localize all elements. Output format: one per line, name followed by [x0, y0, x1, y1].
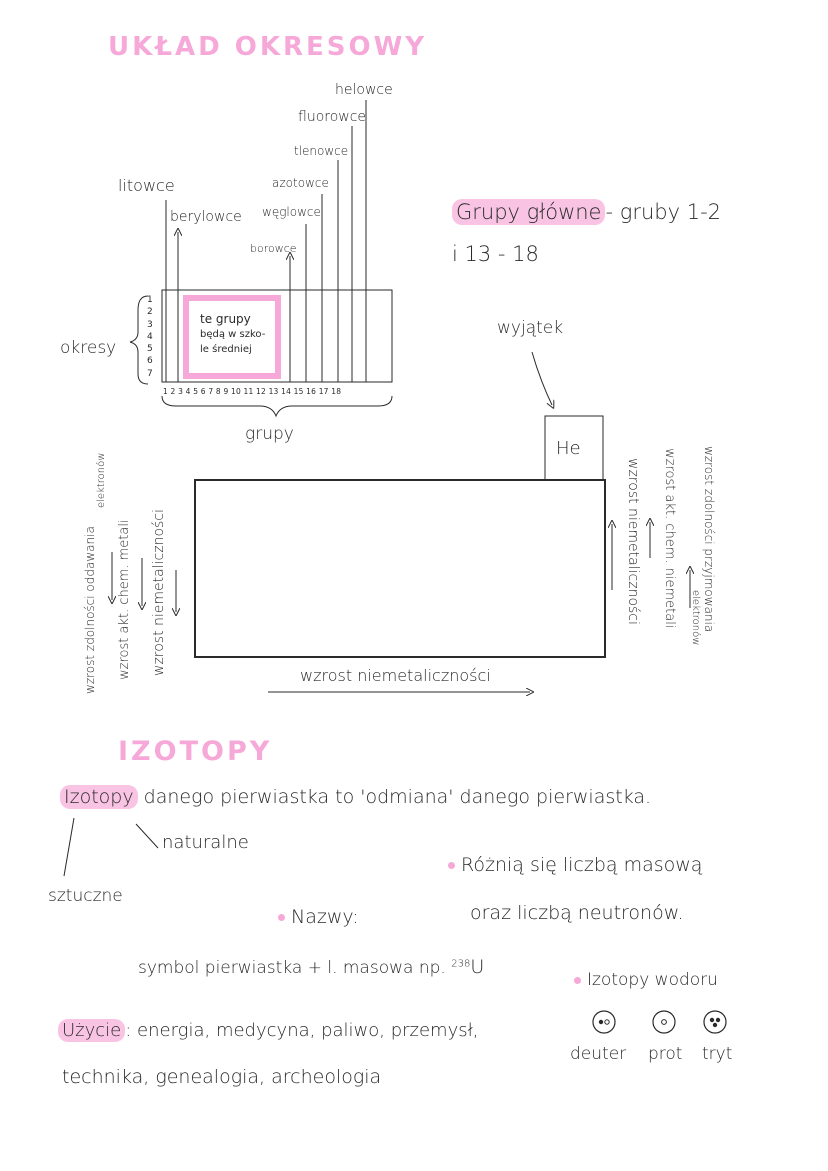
names-label: Nazwy: — [278, 908, 359, 927]
usage-highlight: Użycie — [58, 1019, 126, 1042]
label-helowce: helowce — [335, 82, 393, 98]
deuter-atom — [592, 1010, 616, 1034]
prot-atom — [652, 1010, 676, 1034]
periods-label: okresy — [60, 338, 117, 358]
right-trend-3: wzrost zdolności przyjmowania — [702, 446, 716, 633]
natural-label: naturalne — [162, 832, 249, 853]
bullet-icon — [278, 914, 285, 921]
right-trend-2: wzrost akt. chem. niemetali — [662, 448, 677, 629]
main-groups-highlight: Grupy główne — [452, 199, 606, 225]
bottom-trend: wzrost niemetaliczności — [300, 666, 491, 685]
hydrogen-title: Izotopy wodoru — [574, 972, 718, 989]
exception-label: wyjątek — [497, 318, 564, 338]
tryt-atom — [703, 1010, 727, 1034]
box-note: te grupy będą w szko- le średniej — [200, 312, 266, 355]
label-borowce: borowce — [250, 242, 297, 255]
hydrogen-prot: prot — [648, 1044, 683, 1064]
groups-label: grupy — [245, 424, 294, 444]
right-trend-1: wzrost niemetaliczności — [625, 458, 641, 625]
hydrogen-tryt: tryt — [702, 1044, 733, 1064]
artificial-label: sztuczne — [48, 886, 123, 906]
left-trend-2: wzrost akt. chem. metali — [117, 519, 132, 680]
label-fluorowce: fluorowce — [298, 109, 367, 125]
label-berylowce: berylowce — [170, 209, 242, 225]
bullet-icon — [448, 862, 455, 869]
differ-line2: oraz liczbą neutronów. — [470, 902, 684, 924]
label-azotowce: azotowce — [272, 176, 329, 190]
he-symbol: He — [556, 438, 581, 459]
period-numbers: 1 2 3 4 5 6 7 — [147, 295, 153, 379]
differ-line1: Różnią się liczbą masową — [448, 856, 702, 875]
label-tlenowce: tlenowce — [294, 144, 349, 158]
label-weglowce: węglowce — [262, 205, 321, 219]
hydrogen-deuter: deuter — [570, 1044, 627, 1064]
usage-line2: technika, genealogia, archeologia — [62, 1066, 382, 1088]
left-trend-1b: elektronów — [96, 452, 107, 508]
main-groups-line1: Grupy główne- gruby 1-2 — [452, 199, 721, 225]
he-box — [544, 415, 604, 481]
right-trend-3b: elektronów — [690, 590, 701, 646]
isotope-definition: Izotopy danego pierwiastka to 'odmiana' … — [60, 785, 651, 809]
left-trend-3: wzrost niemetaliczności — [151, 509, 167, 676]
label-litowce: litowce — [118, 176, 175, 195]
transition-box — [183, 295, 281, 379]
bullet-icon — [574, 976, 581, 984]
usage-line1: Użycie: energia, medycyna, paliwo, przem… — [58, 1019, 478, 1042]
isotopes-title: IZOTOPY — [118, 736, 273, 767]
group-numbers: 1 2 3 4 5 6 7 8 9 10 11 12 13 14 15 16 1… — [163, 387, 342, 396]
main-groups-line2: i 13 - 18 — [452, 242, 539, 266]
names-rule: symbol pierwiastka + l. masowa np. 238U — [138, 956, 485, 978]
isotope-highlight: Izotopy — [60, 785, 138, 809]
left-trend-1: wzrost zdolności oddawania — [83, 526, 97, 694]
page-title: UKŁAD OKRESOWY — [108, 32, 428, 62]
big-table-frame — [194, 479, 606, 658]
mini-table-frame — [161, 289, 393, 383]
